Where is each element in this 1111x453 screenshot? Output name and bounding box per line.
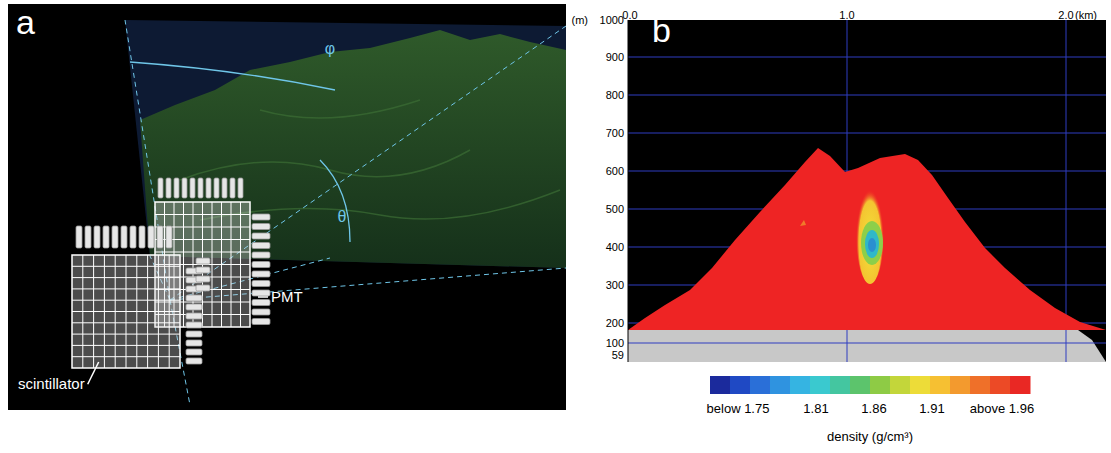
grid-lines [628, 20, 1106, 330]
density-section [628, 148, 1106, 330]
colorbar-tick: 1.86 [861, 402, 886, 416]
basement-band [628, 330, 1106, 362]
x-axis-tick: 1.0 [839, 9, 854, 21]
y-axis-tick: 500 [606, 203, 624, 215]
anomaly-mid [861, 221, 883, 265]
panel-letter: a [16, 4, 35, 41]
colorbar-tick: 1.81 [803, 402, 828, 416]
basement-grid [628, 330, 1106, 362]
panel-a-ground [8, 4, 566, 410]
angle-symbol: φ [325, 40, 335, 58]
anomaly-core [865, 230, 879, 258]
colorbar-tick: above 1.96 [970, 402, 1034, 416]
small-anomaly [800, 220, 806, 226]
sight-lines [125, 20, 566, 405]
scintillator-leader [88, 362, 99, 384]
y-axis-tick: 900 [606, 51, 624, 63]
colorbar-tick: below 1.75 [707, 402, 770, 416]
angle-symbol: θ [338, 208, 347, 226]
anomaly-center [868, 238, 876, 252]
x-axis-tick: (km) [1075, 9, 1097, 21]
y-axis-tick: 300 [606, 279, 624, 291]
angle-arcs [130, 62, 350, 242]
y-axis-tick: 100 [606, 337, 624, 349]
y-axis-tick: 700 [606, 127, 624, 139]
y-axis-tick: 1000 [600, 14, 624, 26]
colorbar [710, 376, 1031, 394]
panel-letter: b [652, 12, 671, 49]
detector [72, 178, 270, 368]
anomaly-outer [856, 180, 884, 284]
part-name: PMT [271, 289, 303, 306]
colorbar-tick: 1.91 [919, 402, 944, 416]
y-axis-tick: 600 [606, 165, 624, 177]
x-axis-tick: 2.0 [1058, 9, 1073, 21]
x-axis-tick: 0.0 [622, 9, 637, 21]
y-axis-tick: 59 [612, 349, 624, 361]
y-axis-tick: 800 [606, 89, 624, 101]
colorbar-title: density (g/cm³) [827, 430, 913, 444]
y-axis-tick: 400 [606, 241, 624, 253]
y-axis-tick: (m) [572, 14, 589, 26]
part-name: scintillator [18, 376, 85, 393]
panel-b-ground [628, 20, 1106, 362]
y-axis-tick: 200 [606, 317, 624, 329]
axis-line [628, 20, 629, 362]
pmt-leader [258, 296, 268, 298]
